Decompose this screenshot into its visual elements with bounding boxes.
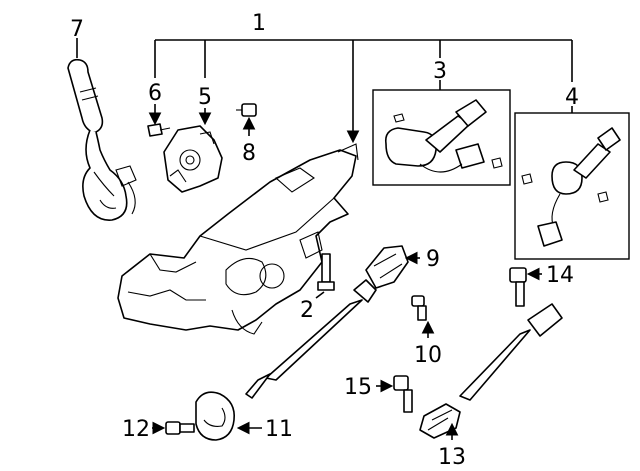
callout-7: 7 [70, 17, 84, 42]
callout-13: 13 [438, 445, 466, 470]
callout-14: 14 [546, 263, 574, 288]
part-9-intermediate-shaft [245, 245, 420, 399]
callout-8: 8 [242, 141, 256, 166]
part-8-bolt [236, 103, 257, 136]
part-15-bolt [376, 375, 413, 413]
part-11-boot [195, 391, 262, 441]
callout-1-bracket [154, 39, 573, 144]
callout-6: 6 [148, 81, 162, 106]
callout-15: 15 [344, 375, 372, 400]
callout-12: 12 [122, 417, 150, 442]
callout-10: 10 [414, 343, 442, 368]
callout-11: 11 [265, 417, 293, 442]
callout-2: 2 [300, 298, 314, 323]
part-12-bolt [152, 421, 195, 435]
part-7-stalk [67, 38, 137, 221]
part-1-steering-column [117, 143, 359, 335]
part-14-bolt [509, 267, 542, 307]
part-13-lower-shaft [419, 303, 563, 440]
part-2-bolt [315, 253, 335, 299]
part-3-box [372, 80, 511, 186]
part-4-box [514, 106, 630, 260]
callout-4: 4 [565, 85, 579, 110]
part-6-screw [147, 104, 171, 137]
callout-5: 5 [198, 85, 212, 110]
callout-3: 3 [433, 59, 447, 84]
part-10-bolt [411, 295, 435, 338]
part-5-bracket [163, 108, 223, 193]
callout-9: 9 [426, 247, 440, 272]
callout-1: 1 [252, 11, 266, 36]
